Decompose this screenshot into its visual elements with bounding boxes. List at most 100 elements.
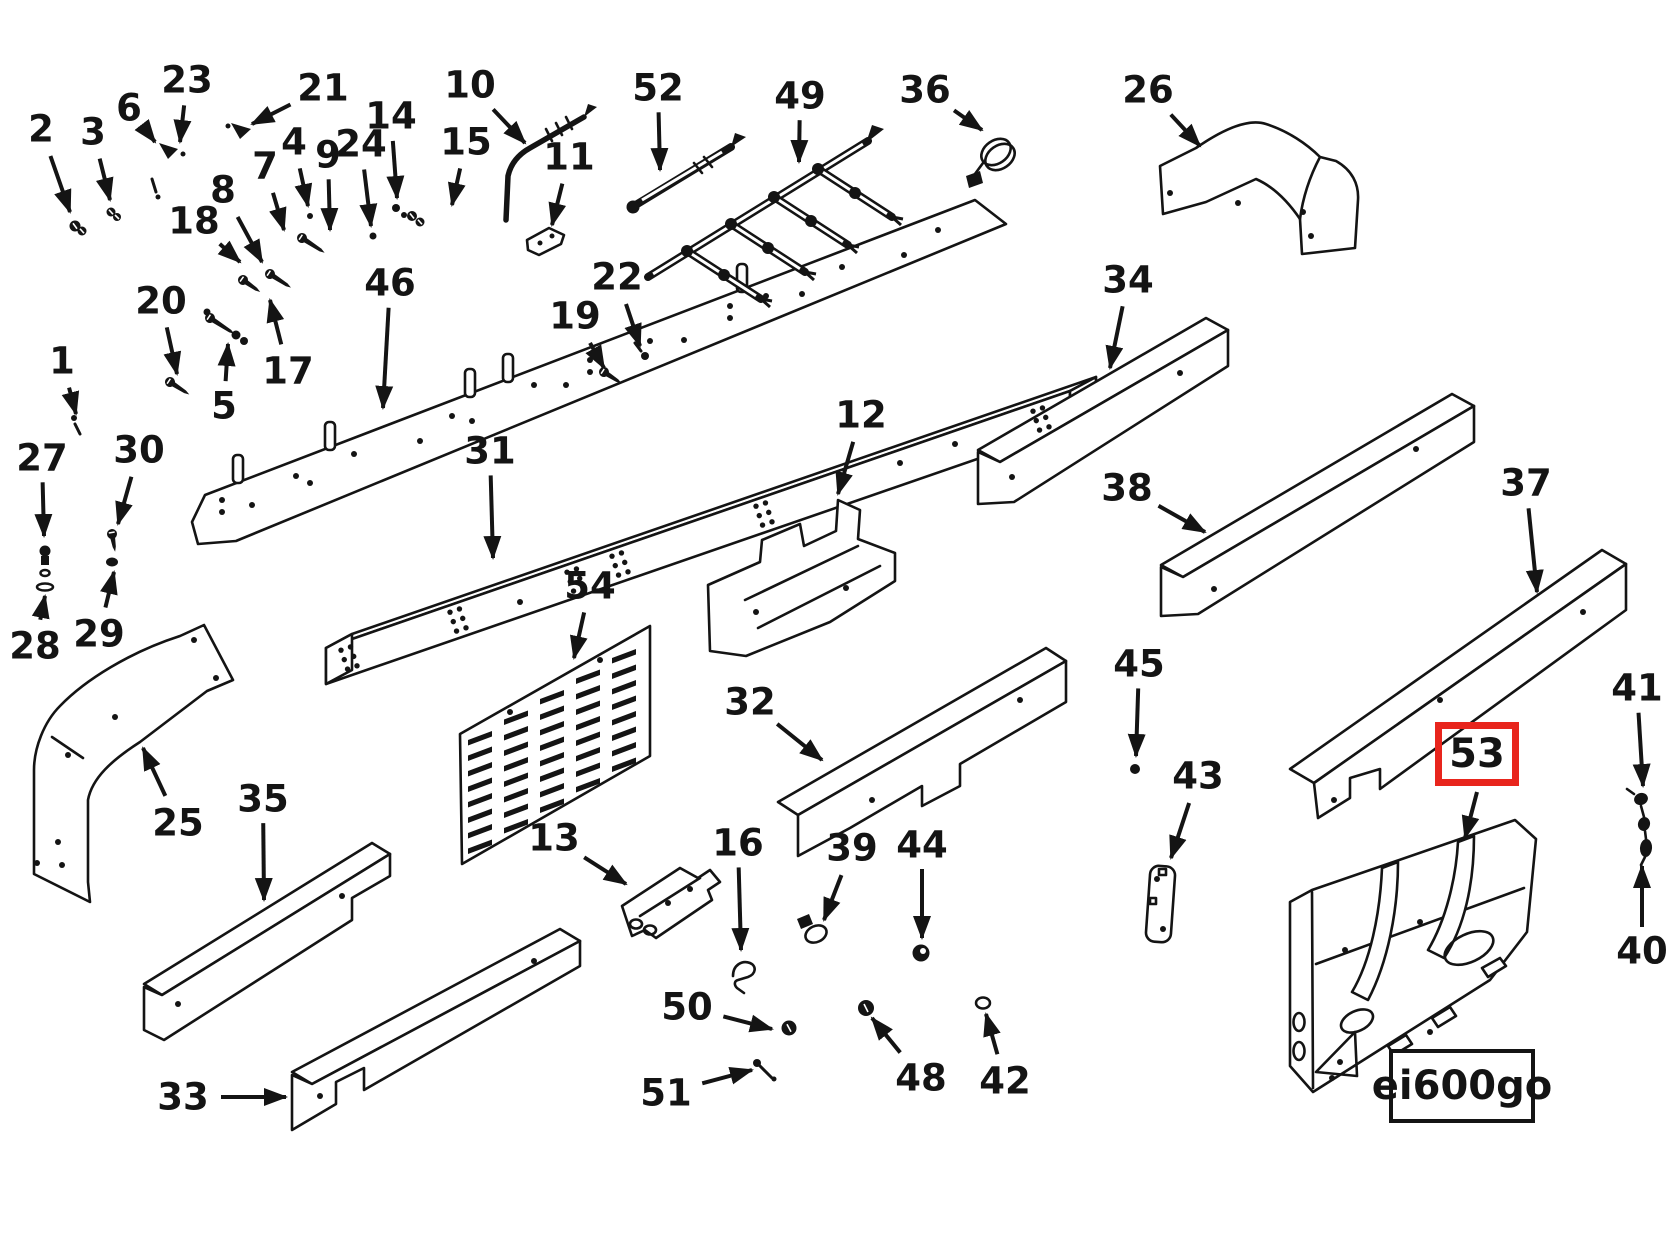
callout-36: 36 — [899, 69, 984, 132]
callout-25: 25 — [141, 746, 204, 845]
callout-7: 7 — [252, 145, 287, 232]
fastener-screw — [297, 233, 325, 253]
callout-number: 37 — [1500, 462, 1552, 505]
callout-48: 48 — [870, 1016, 947, 1100]
callout-10: 10 — [444, 64, 527, 145]
callout-8: 8 — [210, 169, 264, 264]
callout-11: 11 — [543, 136, 595, 227]
callout-number: 10 — [444, 64, 496, 107]
callout-number: 11 — [543, 136, 595, 179]
callout-20: 20 — [135, 280, 187, 376]
callout-number: 3 — [80, 111, 106, 154]
callout-5: 5 — [211, 342, 237, 428]
callout-12: 12 — [835, 394, 887, 496]
callout-number: 43 — [1172, 755, 1224, 798]
callout-number: 54 — [564, 565, 616, 608]
callout-number: 42 — [979, 1060, 1031, 1103]
callout-3: 3 — [80, 111, 114, 202]
callout-number: 8 — [210, 169, 236, 212]
part-37-rail — [1288, 548, 1628, 820]
callout-number: 31 — [464, 430, 516, 473]
callout-number: 12 — [835, 394, 887, 437]
callout-42: 42 — [979, 1012, 1031, 1103]
callout-number: 20 — [135, 280, 187, 323]
callout-34: 34 — [1102, 259, 1154, 370]
callout-number: 15 — [440, 121, 492, 164]
callout-39: 39 — [822, 827, 878, 922]
callout-24: 24 — [335, 123, 387, 228]
callout-number: 49 — [774, 75, 826, 118]
callout-number: 25 — [152, 802, 204, 845]
callout-46: 46 — [364, 262, 416, 410]
callout-38: 38 — [1101, 467, 1207, 534]
highlight-box-53[interactable]: 53 — [1435, 722, 1519, 786]
callout-4: 4 — [281, 121, 313, 208]
callout-number: 24 — [335, 123, 387, 166]
parts-layer — [32, 104, 1653, 1132]
part-33-rail — [290, 927, 582, 1132]
callout-number: 19 — [549, 295, 601, 338]
callout-21: 21 — [250, 67, 349, 126]
part-25-bracket — [32, 623, 235, 904]
callout-number: 14 — [365, 95, 417, 138]
callout-number: 36 — [899, 69, 951, 112]
callout-number: 7 — [252, 145, 278, 188]
callout-number: 41 — [1611, 667, 1663, 710]
fastener-screw — [107, 529, 117, 552]
callout-number: 29 — [73, 613, 125, 656]
part-35-rail — [142, 841, 392, 1042]
part-29-screw-stack — [106, 557, 118, 567]
callout-number: 32 — [724, 681, 776, 724]
callout-number: 5 — [211, 385, 237, 428]
part-49-assembly — [644, 125, 904, 309]
callout-number: 4 — [281, 121, 307, 164]
part-54-grille — [458, 624, 652, 866]
part-39-fastener — [797, 914, 828, 944]
part-code-label: ei600go — [1372, 1049, 1552, 1123]
callout-53-arrow — [1461, 791, 1480, 840]
callout-number: 22 — [591, 256, 643, 299]
callout-number: 16 — [712, 822, 764, 865]
callout-30: 30 — [113, 429, 165, 526]
callout-17: 17 — [262, 298, 314, 393]
callout-number: 6 — [116, 87, 142, 130]
callout-41: 41 — [1611, 667, 1663, 788]
callout-13: 13 — [528, 817, 628, 886]
callout-number: 46 — [364, 262, 416, 305]
callout-15: 15 — [440, 121, 492, 207]
callout-number: 38 — [1101, 467, 1153, 510]
callout-18: 18 — [168, 200, 242, 264]
callout-29: 29 — [73, 570, 125, 656]
callout-number: 30 — [113, 429, 165, 472]
callout-28: 28 — [9, 594, 61, 668]
callout-number: 34 — [1102, 259, 1154, 302]
callout-number: 44 — [896, 824, 948, 867]
callout-33: 33 — [157, 1076, 288, 1119]
callout-45: 45 — [1113, 643, 1165, 758]
callout-43: 43 — [1169, 755, 1224, 860]
callout-9: 9 — [315, 134, 341, 232]
callout-number: 28 — [9, 625, 61, 668]
part-27-bolt-stack — [39, 545, 51, 565]
callout-50: 50 — [661, 986, 774, 1033]
part-44-grommet — [912, 944, 930, 962]
callout-19: 19 — [549, 295, 606, 370]
callout-number: 27 — [16, 437, 68, 480]
callout-number: 50 — [661, 986, 713, 1029]
callout-1: 1 — [49, 340, 80, 416]
callout-23: 23 — [161, 59, 213, 144]
fastener-screw — [265, 269, 291, 288]
callout-number: 40 — [1616, 930, 1668, 973]
callout-22: 22 — [591, 256, 643, 348]
callout-31: 31 — [464, 430, 516, 560]
callout-number: 48 — [895, 1057, 947, 1100]
callout-2: 2 — [28, 108, 72, 214]
callout-49: 49 — [774, 75, 826, 164]
highlighted-callout-number: 53 — [1449, 731, 1505, 777]
callout-6: 6 — [116, 87, 157, 144]
callout-37: 37 — [1500, 462, 1552, 594]
callout-52: 52 — [632, 67, 684, 172]
callout-number: 18 — [168, 200, 220, 243]
